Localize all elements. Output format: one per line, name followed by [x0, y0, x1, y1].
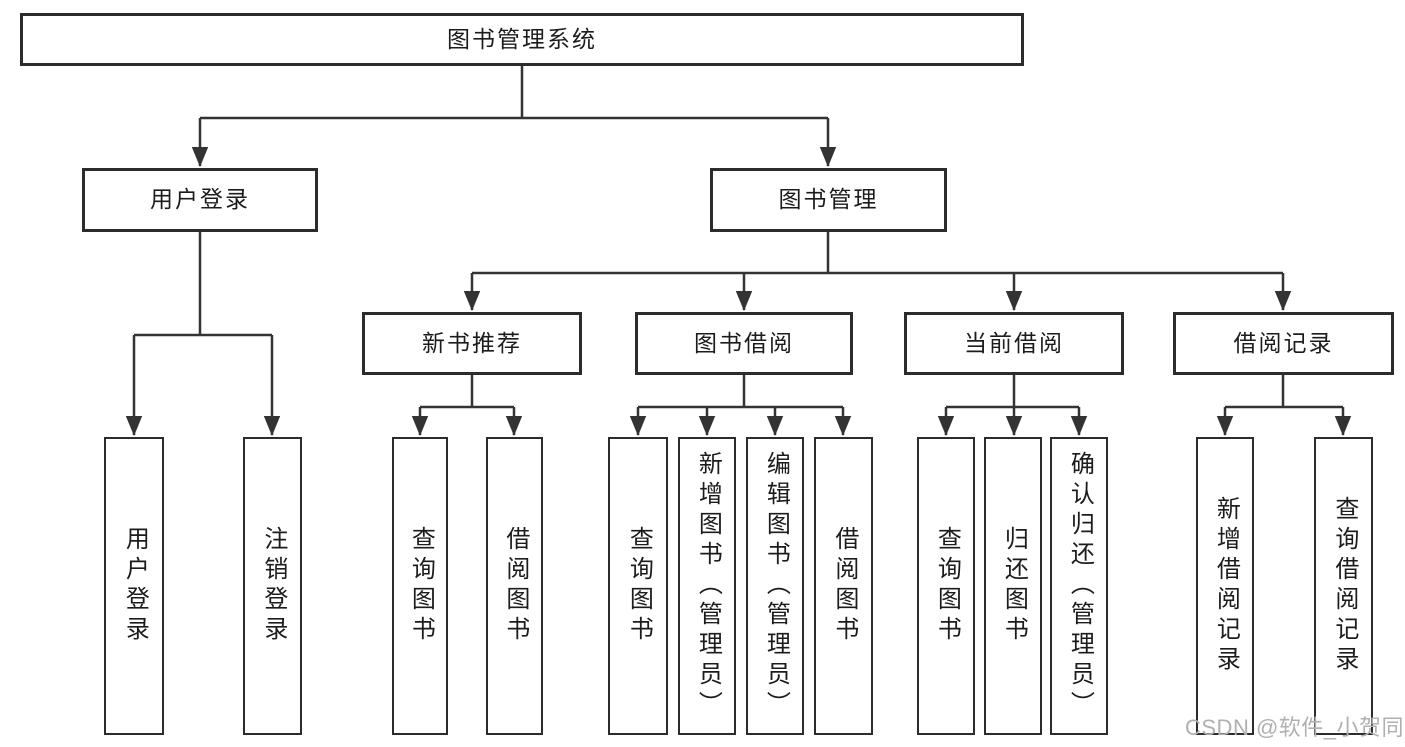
node-leaf-return-books: 归还图书 — [984, 437, 1042, 735]
node-leaf-edit-book-admin: 编辑图书（管理员） — [746, 437, 804, 735]
node-borrow-records: 借阅记录 — [1173, 312, 1394, 375]
node-new-book-recommend: 新书推荐 — [362, 312, 582, 375]
wire-book-management-split — [472, 232, 1283, 275]
node-leaf-query-books-3: 查询图书 — [917, 437, 975, 735]
node-book-borrow: 图书借阅 — [635, 312, 853, 375]
wire-root-split — [200, 66, 828, 120]
node-book-management: 图书管理 — [710, 168, 947, 232]
node-current-borrow: 当前借阅 — [904, 312, 1124, 375]
node-leaf-query-books-2: 查询图书 — [608, 437, 668, 735]
wire-new-book-split — [420, 375, 514, 409]
wire-borrow-records-split — [1225, 375, 1343, 409]
node-leaf-query-books-1: 查询图书 — [392, 437, 448, 735]
wire-book-borrow-split — [638, 375, 843, 409]
node-leaf-confirm-return-admin: 确认归还（管理员） — [1050, 437, 1108, 735]
wire-user-login-split — [134, 232, 272, 337]
node-leaf-borrow-books-1: 借阅图书 — [486, 437, 543, 735]
node-user-login: 用户登录 — [82, 168, 318, 232]
node-leaf-add-borrow-record: 新增借阅记录 — [1196, 437, 1254, 735]
wire-current-borrow-split — [946, 375, 1079, 409]
node-leaf-logout: 注销登录 — [243, 437, 302, 735]
node-leaf-add-book-admin: 新增图书（管理员） — [678, 437, 736, 735]
node-leaf-borrow-books-2: 借阅图书 — [814, 437, 873, 735]
node-library-management-system: 图书管理系统 — [20, 13, 1024, 66]
node-leaf-query-borrow-record: 查询借阅记录 — [1314, 437, 1373, 735]
node-leaf-user-login: 用户登录 — [104, 437, 164, 735]
